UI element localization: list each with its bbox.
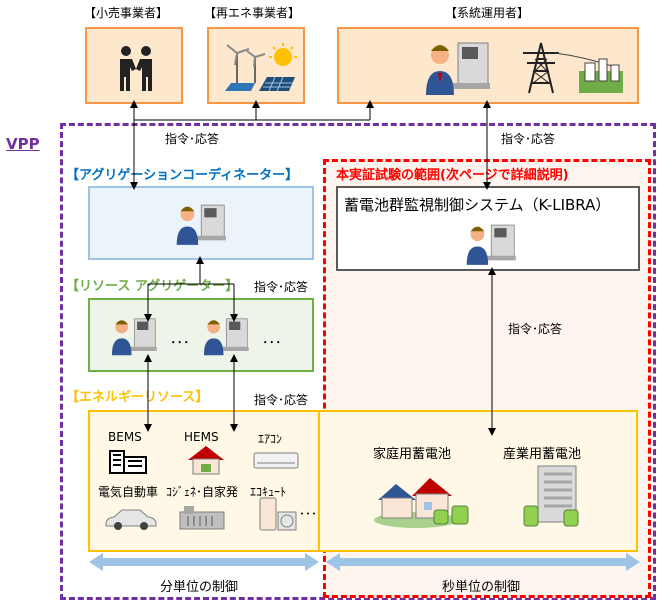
resource-cogen-label: ｺｼﾞｪﾈ･自家発 bbox=[166, 485, 239, 499]
command-response-label-klibra: 指令･応答 bbox=[508, 322, 563, 336]
coordinator-person-computer-icon bbox=[176, 204, 226, 245]
renewable-box bbox=[207, 27, 305, 104]
operator-person-computer-icon bbox=[426, 42, 490, 95]
operator-label: 【系統運用者】 bbox=[445, 6, 530, 20]
second-control-label: 秒単位の制御 bbox=[442, 580, 521, 595]
command-response-label-aggregator: 指令･応答 bbox=[254, 280, 309, 294]
command-response-label-top-left: 指令･応答 bbox=[165, 132, 220, 146]
aggregator-person-computer-icon-1 bbox=[111, 318, 157, 356]
command-response-label-resources: 指令･応答 bbox=[254, 393, 309, 407]
resource-hems-label: HEMS bbox=[184, 430, 219, 444]
home-battery-label: 家庭用蓄電池 bbox=[373, 447, 452, 462]
aggregation-coordinator-box bbox=[88, 186, 314, 260]
resource-ev-label: 電気自動車 bbox=[98, 485, 159, 499]
scope-label: 本実証試験の範囲(次ページで詳細説明) bbox=[336, 168, 569, 183]
aggregation-coordinator-label: 【アグリゲーションコーディネーター】 bbox=[66, 168, 299, 183]
command-response-label-top-right: 指令･応答 bbox=[501, 132, 556, 146]
renewable-label: 【再エネ事業者】 bbox=[204, 6, 301, 20]
aggregator-ellipsis-1: ･･･ bbox=[170, 336, 190, 351]
resource-aggregator-label: 【リソース アグリゲーター】 bbox=[66, 279, 239, 294]
car-icon bbox=[105, 509, 157, 530]
energy-resources-divider bbox=[318, 410, 320, 552]
home-battery-icon bbox=[374, 478, 469, 528]
minute-control-arrow bbox=[89, 553, 319, 571]
vpp-region bbox=[60, 123, 656, 600]
building-icon bbox=[109, 450, 147, 474]
retailer-box bbox=[85, 27, 183, 104]
house-icon bbox=[188, 446, 224, 475]
second-control-arrow bbox=[326, 553, 640, 571]
aggregator-person-computer-icon-2 bbox=[203, 318, 249, 356]
industrial-battery-label: 産業用蓄電池 bbox=[503, 447, 582, 462]
aggregator-ellipsis-2: ･･･ bbox=[262, 336, 282, 351]
cogeneration-icon bbox=[179, 506, 225, 530]
resource-aggregator-box: ･･･ ･･･ bbox=[88, 298, 314, 372]
ecocute-icon bbox=[259, 497, 297, 531]
klibra-title: 蓄電池群監視制御システム（K-LIBRA） bbox=[344, 196, 611, 214]
grid-operator-box bbox=[337, 27, 639, 104]
klibra-person-computer-icon bbox=[466, 224, 516, 265]
resource-aircon-label: ｴｱｺﾝ bbox=[258, 432, 283, 446]
power-transmission-icon bbox=[523, 42, 623, 94]
resource-ecocute-label: ｴｺｷｭｰﾄ bbox=[250, 485, 287, 499]
vpp-label: VPP bbox=[6, 135, 40, 153]
industrial-battery-icon bbox=[523, 465, 579, 527]
handshake-icon bbox=[120, 46, 152, 91]
retailer-label: 【小売事業者】 bbox=[84, 6, 169, 20]
solar-wind-icon bbox=[225, 43, 297, 92]
aircon-icon bbox=[253, 452, 299, 469]
energy-resources-box-right bbox=[320, 410, 638, 552]
resource-bems-label: BEMS bbox=[108, 430, 142, 444]
minute-control-label: 分単位の制御 bbox=[160, 580, 239, 595]
resource-more-ellipsis: ･･･ bbox=[299, 507, 318, 521]
energy-resources-label: 【エネルギーリソース】 bbox=[66, 390, 209, 405]
